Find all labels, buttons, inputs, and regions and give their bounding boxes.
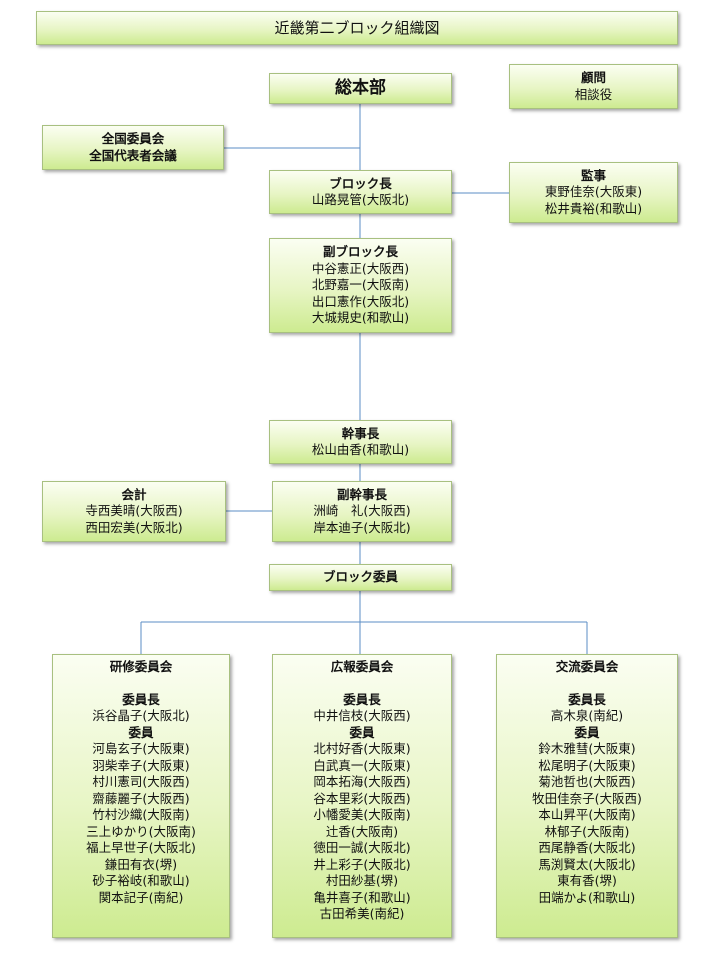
member-name: 河島玄子(大阪東) [92, 741, 190, 756]
member-name: 山路晃管(大阪北) [311, 192, 410, 207]
committee-chair-label: 委員長 [343, 691, 381, 707]
member-name: 竹村沙織(大阪南) [92, 807, 190, 822]
member-name: 東有香(堺) [557, 873, 617, 888]
member-name: 井上彩子(大阪北) [313, 856, 411, 872]
secretary-general-title: 幹事長 [341, 425, 380, 441]
committee-name: 交流委員会 [555, 659, 619, 674]
member-name: 鈴木雅彗(大阪東) [538, 741, 636, 756]
block-committee-box: ブロック委員 [269, 564, 452, 591]
vice-secretary-general-title: 副幹事長 [336, 486, 387, 502]
member-name: 福上早世子(大阪北) [86, 840, 196, 855]
member-name: 松尾明子(大阪東) [538, 757, 636, 773]
member-name: 古田希美(南紀) [319, 906, 405, 921]
member-name: 辻香(大阪南) [325, 823, 399, 839]
vice-secretary-general-members: 洲崎 礼(大阪西)岸本迪子(大阪北) [313, 503, 410, 536]
committee-chair: 高木泉(南紀) [550, 708, 624, 723]
block-committee-label: ブロック委員 [322, 569, 398, 585]
vice-secretary-general-box: 副幹事長 洲崎 礼(大阪西)岸本迪子(大阪北) [272, 481, 452, 542]
accounting-box: 会計 寺西美晴(大阪西)西田宏美(大阪北) [42, 481, 226, 542]
committee-box-training: 研修委員会 委員長 浜谷晶子(大阪北) 委員 河島玄子(大阪東)羽柴幸子(大阪東… [52, 654, 230, 938]
member-name: 岸本迪子(大阪北) [313, 519, 411, 535]
member-name: 徳田一誠(大阪北) [313, 840, 411, 855]
chart-title: 近畿第二ブロック組織図 [274, 18, 440, 37]
member-name: 松井貴裕(和歌山) [544, 200, 643, 216]
auditor-box: 監事 東野佳奈(大阪東)松井貴裕(和歌山) [509, 162, 678, 223]
committee-box-exchange: 交流委員会 委員長 高木泉(南紀) 委員 鈴木雅彗(大阪東)松尾明子(大阪東)菊… [496, 654, 678, 938]
member-name: 羽柴幸子(大阪東) [92, 757, 190, 773]
committee-chair: 浜谷晶子(大阪北) [92, 708, 190, 723]
accounting-title: 会計 [121, 486, 147, 502]
committee-members-label: 委員 [349, 724, 375, 740]
auditor-members: 東野佳奈(大阪東)松井貴裕(和歌山) [545, 184, 642, 217]
member-name: 関本記子(南紀) [98, 889, 184, 905]
advisor-title: 顧問 [580, 70, 606, 85]
member-name: 三上ゆかり(大阪南) [86, 823, 196, 839]
vice-block-leader-box: 副ブロック長 中谷憲正(大阪西)北野嘉一(大阪南)出口憲作(大阪北)大城規史(和… [269, 238, 452, 333]
headquarters-box: 総本部 [269, 73, 452, 104]
member-name: 東野佳奈(大阪東) [544, 184, 643, 200]
member-name: 馬渕賢太(大阪北) [538, 856, 636, 872]
national-committee-line1: 全国委員会 [101, 131, 165, 146]
member-name: 村田紗基(堺) [325, 873, 399, 888]
member-name: 谷本里彩(大阪西) [313, 790, 411, 806]
member-name: 西田宏美(大阪北) [85, 519, 183, 535]
block-leader-box: ブロック長 山路晃管(大阪北) [269, 170, 452, 214]
chart-title-box: 近畿第二ブロック組織図 [36, 11, 678, 45]
member-name: 大城規史(和歌山) [311, 310, 410, 326]
advisor-box: 顧問 相談役 [509, 64, 678, 109]
national-committee-box: 全国委員会 全国代表者会議 [42, 125, 224, 170]
member-name: 松山由香(和歌山) [311, 442, 410, 457]
member-name: 菊池哲也(大阪西) [538, 774, 636, 789]
auditor-title: 監事 [580, 167, 606, 183]
secretary-general-box: 幹事長 松山由香(和歌山) [269, 420, 452, 464]
member-name: 洲崎 礼(大阪西) [313, 503, 411, 519]
committee-members: 鈴木雅彗(大阪東)松尾明子(大阪東)菊池哲也(大阪西)牧田佳奈子(大阪西)本山昇… [532, 741, 642, 906]
member-name: 田端かよ(和歌山) [538, 889, 636, 905]
vice-block-leader-title: 副ブロック長 [322, 244, 398, 260]
member-name: 西尾静香(大阪北) [538, 840, 636, 855]
accounting-members: 寺西美晴(大阪西)西田宏美(大阪北) [85, 503, 182, 536]
member-name: 林郁子(大阪南) [544, 823, 630, 839]
advisor-subtitle: 相談役 [574, 86, 613, 102]
member-name: 中谷憲正(大阪西) [311, 260, 410, 276]
committee-name: 広報委員会 [330, 659, 394, 674]
national-committee-line2: 全国代表者会議 [89, 147, 177, 163]
secretary-general-members: 松山由香(和歌山) [312, 442, 409, 459]
committee-box-pr: 広報委員会 委員長 中井信枝(大阪西) 委員 北村好香(大阪東)白武真一(大阪東… [272, 654, 452, 938]
block-leader-title: ブロック長 [329, 175, 392, 191]
member-name: 白武真一(大阪東) [313, 757, 411, 773]
member-name: 出口憲作(大阪北) [311, 293, 410, 309]
member-name: 小幡愛美(大阪南) [313, 807, 411, 822]
member-name: 北野嘉一(大阪南) [311, 277, 410, 293]
member-name: 鎌田有衣(堺) [104, 856, 178, 872]
vice-block-leader-members: 中谷憲正(大阪西)北野嘉一(大阪南)出口憲作(大阪北)大城規史(和歌山) [312, 261, 409, 327]
committee-members-label: 委員 [128, 724, 154, 740]
member-name: 本山昇平(大阪南) [538, 807, 636, 822]
member-name: 村川憲司(大阪西) [92, 774, 190, 789]
member-name: 牧田佳奈子(大阪西) [532, 790, 642, 806]
member-name: 砂子裕岐(和歌山) [92, 873, 190, 888]
committee-members-label: 委員 [574, 724, 600, 740]
member-name: 齋藤麗子(大阪西) [92, 790, 190, 806]
member-name: 亀井喜子(和歌山) [313, 889, 411, 905]
committee-chair: 中井信枝(大阪西) [313, 708, 411, 723]
member-name: 寺西美晴(大阪西) [85, 503, 183, 519]
committee-name: 研修委員会 [109, 659, 173, 674]
headquarters-label: 総本部 [335, 78, 386, 99]
committee-chair-label: 委員長 [122, 691, 160, 707]
member-name: 北村好香(大阪東) [313, 741, 411, 756]
committee-chair-label: 委員長 [568, 691, 606, 707]
committee-members: 北村好香(大阪東)白武真一(大阪東)岡本拓海(大阪西)谷本里彩(大阪西)小幡愛美… [313, 741, 410, 923]
block-leader-members: 山路晃管(大阪北) [312, 192, 409, 209]
committee-members: 河島玄子(大阪東)羽柴幸子(大阪東)村川憲司(大阪西)齋藤麗子(大阪西)竹村沙織… [86, 741, 196, 906]
member-name: 岡本拓海(大阪西) [313, 774, 411, 789]
